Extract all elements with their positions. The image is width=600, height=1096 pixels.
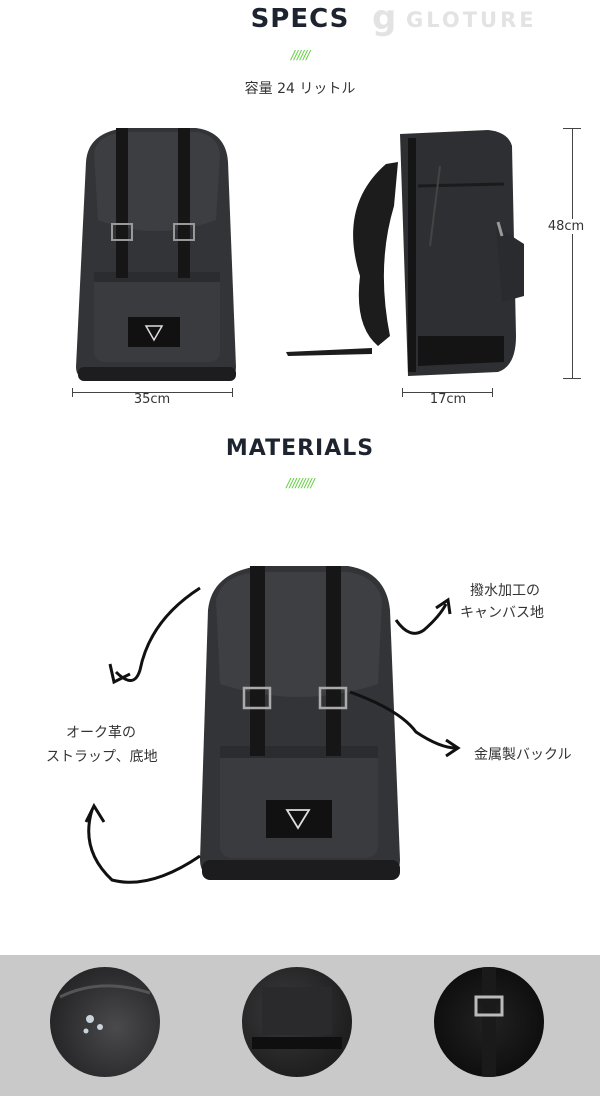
- width-tick-right: [232, 388, 233, 397]
- height-tick-bottom: [563, 378, 581, 379]
- specs-divider: //////: [290, 48, 310, 62]
- depth-tick-right: [492, 388, 493, 397]
- brand-logo: g GLOTURE: [372, 0, 594, 38]
- brand-logo-mark: g: [372, 0, 397, 38]
- depth-dimension-line: [402, 392, 492, 393]
- detail-band: [0, 955, 600, 1096]
- annotation-arrows: [84, 586, 461, 884]
- specs-title: SPECS: [250, 4, 350, 34]
- materials-title: MATERIALS: [225, 436, 375, 461]
- canvas-label-line1: 撥水加工の: [470, 583, 540, 599]
- width-tick-left: [72, 388, 73, 397]
- brand-name: GLOTURE: [406, 8, 537, 32]
- water-drops-icon: [59, 984, 151, 1034]
- height-tick-top: [563, 128, 581, 129]
- backpack-materials-image: [200, 566, 400, 880]
- bottom-panel-icon: [252, 987, 342, 1049]
- backpack-side-image: [286, 130, 524, 376]
- width-label: 35cm: [133, 392, 171, 407]
- detail-circle-bottom: [242, 967, 352, 1077]
- detail-circle-buckle: [434, 967, 544, 1077]
- capacity-text: 容量 24 リットル: [244, 81, 356, 97]
- materials-divider: /////////: [286, 476, 314, 490]
- depth-tick-left: [402, 388, 403, 397]
- canvas-label-line2: キャンバス地: [460, 605, 544, 621]
- leather-label-line2: ストラップ、底地: [46, 749, 158, 765]
- width-dimension-line: [72, 392, 232, 393]
- backpack-front-image: [76, 128, 236, 381]
- height-label: 48cm: [536, 219, 596, 234]
- depth-label: 17cm: [429, 392, 467, 407]
- leather-label-line1: オーク革の: [66, 725, 136, 741]
- buckle-icon: [474, 967, 504, 1077]
- detail-circle-fabric: [50, 967, 160, 1077]
- height-dimension-line: [572, 128, 573, 378]
- buckle-label: 金属製バックル: [474, 747, 572, 763]
